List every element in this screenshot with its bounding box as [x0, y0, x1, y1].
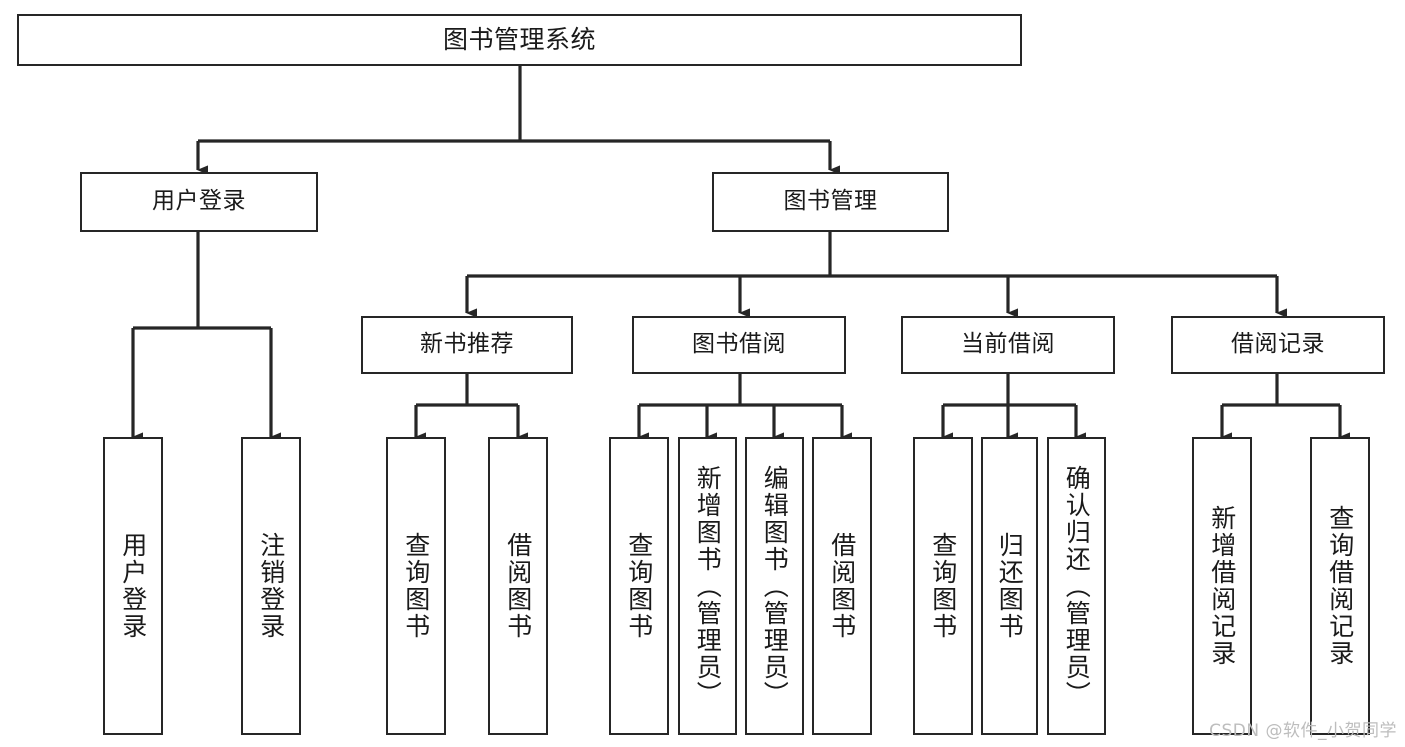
leaf-return-book[interactable]: 归还图书 — [981, 437, 1038, 735]
leaf-add-book-label: 新增图书（管理员） — [693, 464, 723, 708]
leaf-query-book-1-label: 查询图书 — [401, 532, 431, 640]
leaf-edit-book[interactable]: 编辑图书（管理员） — [745, 437, 804, 735]
node-book-manage[interactable]: 图书管理 — [712, 172, 949, 232]
node-new-book-recommend[interactable]: 新书推荐 — [361, 316, 573, 374]
node-user-login[interactable]: 用户登录 — [80, 172, 318, 232]
leaf-add-record[interactable]: 新增借阅记录 — [1192, 437, 1252, 735]
node-book-manage-label: 图书管理 — [783, 188, 878, 215]
leaf-user-logout-label: 注销登录 — [256, 532, 286, 640]
leaf-confirm-return-label: 确认归还（管理员） — [1062, 464, 1092, 708]
node-current-borrow-label: 当前借阅 — [961, 331, 1055, 358]
leaf-query-book-2[interactable]: 查询图书 — [609, 437, 669, 735]
leaf-edit-book-label: 编辑图书（管理员） — [760, 464, 790, 708]
leaf-add-book[interactable]: 新增图书（管理员） — [678, 437, 737, 735]
leaf-user-login-label: 用户登录 — [118, 532, 148, 640]
leaf-query-book-1[interactable]: 查询图书 — [386, 437, 446, 735]
node-current-borrow[interactable]: 当前借阅 — [901, 316, 1115, 374]
leaf-borrow-book-1[interactable]: 借阅图书 — [488, 437, 548, 735]
leaf-query-record-label: 查询借阅记录 — [1325, 505, 1355, 667]
leaf-query-book-3[interactable]: 查询图书 — [913, 437, 973, 735]
leaf-add-record-label: 新增借阅记录 — [1207, 505, 1237, 667]
node-book-borrow[interactable]: 图书借阅 — [632, 316, 846, 374]
watermark-text: CSDN @软件_小贺同学 — [1209, 721, 1397, 741]
leaf-user-logout[interactable]: 注销登录 — [241, 437, 301, 735]
leaf-confirm-return[interactable]: 确认归还（管理员） — [1047, 437, 1106, 735]
leaf-user-login[interactable]: 用户登录 — [103, 437, 163, 735]
node-root[interactable]: 图书管理系统 — [17, 14, 1022, 66]
leaf-query-record[interactable]: 查询借阅记录 — [1310, 437, 1370, 735]
leaf-borrow-book-2[interactable]: 借阅图书 — [812, 437, 872, 735]
leaf-borrow-book-2-label: 借阅图书 — [827, 532, 857, 640]
node-new-book-recommend-label: 新书推荐 — [420, 331, 514, 358]
node-user-login-label: 用户登录 — [152, 188, 246, 215]
leaf-return-book-label: 归还图书 — [995, 532, 1025, 640]
node-borrow-record[interactable]: 借阅记录 — [1171, 316, 1385, 374]
leaf-query-book-2-label: 查询图书 — [624, 532, 654, 640]
leaf-query-book-3-label: 查询图书 — [928, 532, 958, 640]
node-borrow-record-label: 借阅记录 — [1231, 331, 1325, 358]
leaf-borrow-book-1-label: 借阅图书 — [503, 532, 533, 640]
node-root-label: 图书管理系统 — [442, 25, 596, 55]
node-book-borrow-label: 图书借阅 — [692, 331, 786, 358]
